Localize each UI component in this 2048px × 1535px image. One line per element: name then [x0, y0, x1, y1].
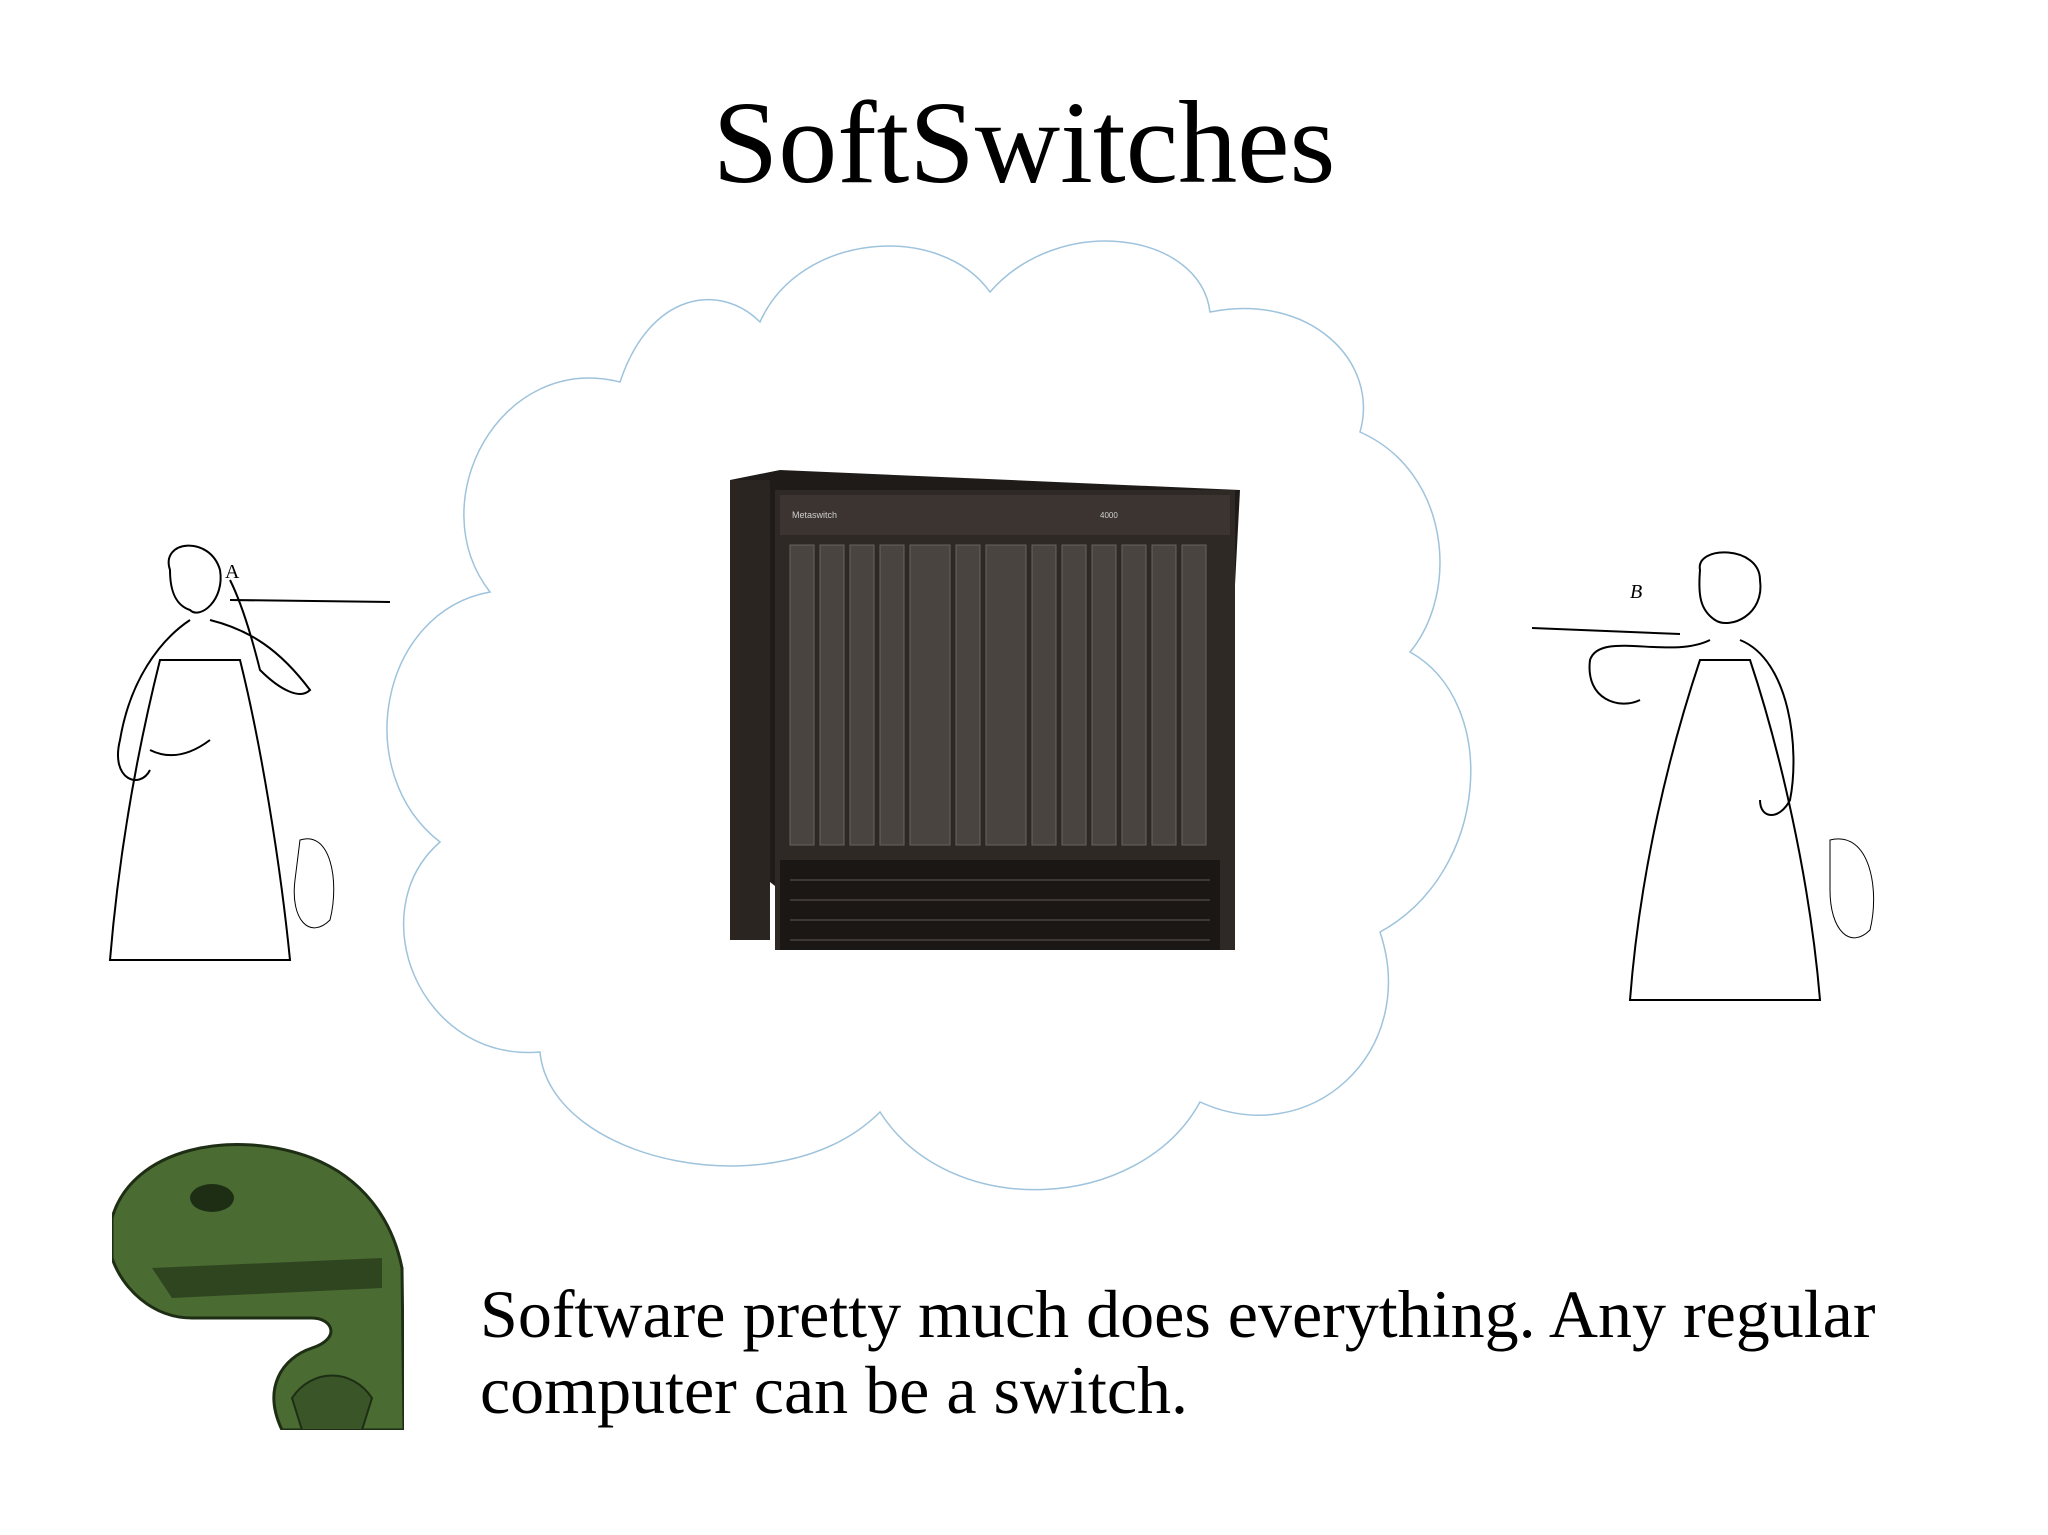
dress	[108, 659, 292, 961]
woman-listening-illustration: A	[108, 544, 391, 961]
head	[1698, 551, 1762, 625]
right-arm	[209, 579, 312, 695]
raptor-illustration	[112, 1143, 404, 1430]
shadow-hatch-right	[1829, 838, 1875, 939]
phone-line-right	[1531, 627, 1681, 635]
softswitch-chassis: Metaswitch 4000	[730, 470, 1240, 950]
raptor-eye	[190, 1184, 234, 1212]
fan-vents	[790, 879, 1210, 941]
right-arm	[1739, 639, 1795, 816]
raptor-claw	[290, 1374, 374, 1430]
phone-line-left	[229, 599, 391, 603]
caption-line-2: computer can be a switch.	[480, 1352, 1189, 1428]
left-arm	[1588, 639, 1711, 705]
label-a: A	[225, 561, 240, 583]
slide-caption: Software pretty much does everything. An…	[480, 1276, 1930, 1428]
woman-speaking-illustration: B	[1531, 551, 1875, 1001]
slide-title: SoftSwitches	[712, 77, 1336, 208]
line-cards	[789, 544, 1207, 846]
caption-line-1: Software pretty much does everything. An…	[480, 1276, 1876, 1352]
switch-brand-label: Metaswitch	[792, 510, 837, 520]
head	[167, 544, 222, 614]
switch-model-label: 4000	[1100, 511, 1118, 520]
shadow-hatch-left	[293, 838, 335, 929]
raptor-mouth	[152, 1258, 382, 1298]
chassis-header	[780, 495, 1230, 535]
waist	[149, 739, 211, 757]
chassis-side	[730, 480, 770, 940]
label-b: B	[1630, 581, 1642, 603]
dress	[1628, 659, 1822, 1001]
fan-tray	[780, 860, 1220, 950]
left-arm	[117, 619, 191, 781]
